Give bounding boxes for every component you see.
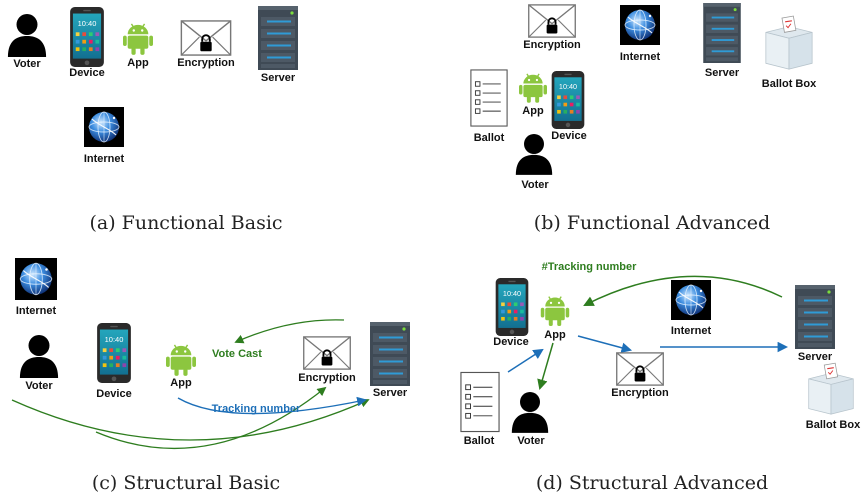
panel-structural-basic: Vote Cast Tracking number Internet Voter… — [11, 258, 410, 494]
voter-to-server-arrow — [11, 398, 370, 441]
tracking-number-arrow — [177, 396, 367, 415]
internet-globe-icon — [15, 258, 57, 300]
android-icon — [166, 344, 196, 376]
internet-label: Internet — [620, 51, 661, 63]
device-label: Device — [96, 388, 131, 400]
caption-b: (b) Functional Advanced — [534, 212, 770, 234]
android-icon — [123, 23, 153, 55]
ballot-label: Ballot — [474, 132, 505, 144]
voter-label: Voter — [521, 179, 549, 191]
voter-label: Voter — [13, 58, 41, 70]
ballot-box-icon — [765, 15, 813, 70]
panel-functional-basic: Voter Device App Encryption Server Inter… — [7, 6, 298, 234]
encryption-label: Encryption — [611, 387, 669, 399]
app-label: App — [544, 329, 566, 341]
panel-structural-advanced: #Tracking number Device App Internet Ser… — [460, 261, 861, 494]
server-label: Server — [261, 72, 296, 84]
vote-cast-label: Vote Cast — [212, 348, 262, 360]
encryption-label: Encryption — [177, 57, 235, 69]
encryption-envelope-icon — [302, 336, 352, 370]
voter-icon — [515, 134, 553, 175]
ballot-box-label: Ballot Box — [762, 78, 817, 90]
phone-icon — [97, 323, 131, 383]
voter-label: Voter — [25, 380, 53, 392]
phone-icon — [495, 278, 529, 336]
ballot-box-label: Ballot Box — [806, 419, 861, 431]
caption-a: (a) Functional Basic — [89, 212, 282, 234]
vote-cast-arrow — [234, 319, 345, 344]
phone-icon — [551, 71, 585, 129]
android-icon — [540, 295, 570, 326]
ballot-label: Ballot — [464, 435, 495, 447]
device-label: Device — [69, 67, 104, 79]
voter-label: Voter — [517, 435, 545, 447]
encryption-envelope-icon — [527, 4, 577, 38]
voter-icon — [7, 14, 47, 57]
server-label: Server — [705, 67, 740, 79]
internet-globe-icon — [620, 5, 660, 45]
internet-globe-icon — [671, 280, 711, 320]
device-label: Device — [493, 336, 528, 348]
app-label: App — [522, 105, 544, 117]
app-to-voter-arrow — [537, 342, 554, 391]
app-label: App — [127, 57, 149, 69]
ballot-paper-icon — [470, 69, 508, 127]
internet-label: Internet — [671, 325, 712, 337]
server-icon — [703, 3, 741, 63]
server-icon — [370, 322, 410, 386]
caption-d: (d) Structural Advanced — [536, 472, 768, 494]
tracking-hash-arrow — [583, 275, 783, 306]
ballot-paper-icon — [460, 371, 500, 433]
encryption-envelope-icon — [180, 20, 232, 56]
tracking-number-label: Tracking number — [212, 403, 301, 415]
encryption-label: Encryption — [523, 39, 581, 51]
server-icon — [795, 285, 835, 349]
app-to-encryption-arrow — [577, 335, 633, 353]
encryption-label: Encryption — [298, 372, 356, 384]
phone-icon — [70, 7, 104, 67]
server-label: Server — [373, 387, 408, 399]
hash-tracking-number-label: #Tracking number — [542, 261, 637, 273]
device-label: Device — [551, 130, 586, 142]
ballot-box-icon — [808, 362, 854, 415]
voter-icon — [511, 392, 549, 433]
server-label: Server — [798, 351, 833, 363]
panel-functional-advanced: Encryption Internet Server Ballot Box Ba… — [470, 3, 817, 234]
app-label: App — [170, 377, 192, 389]
internet-globe-icon — [84, 107, 124, 147]
internet-label: Internet — [84, 153, 125, 165]
caption-c: (c) Structural Basic — [92, 472, 280, 494]
android-icon — [519, 73, 547, 103]
ballot-to-app-arrow — [507, 348, 544, 373]
device-to-encryption-arrow — [95, 386, 327, 450]
voter-icon — [19, 335, 59, 378]
internet-label: Internet — [16, 305, 57, 317]
server-icon — [258, 6, 298, 70]
encryption-envelope-icon — [615, 352, 665, 386]
